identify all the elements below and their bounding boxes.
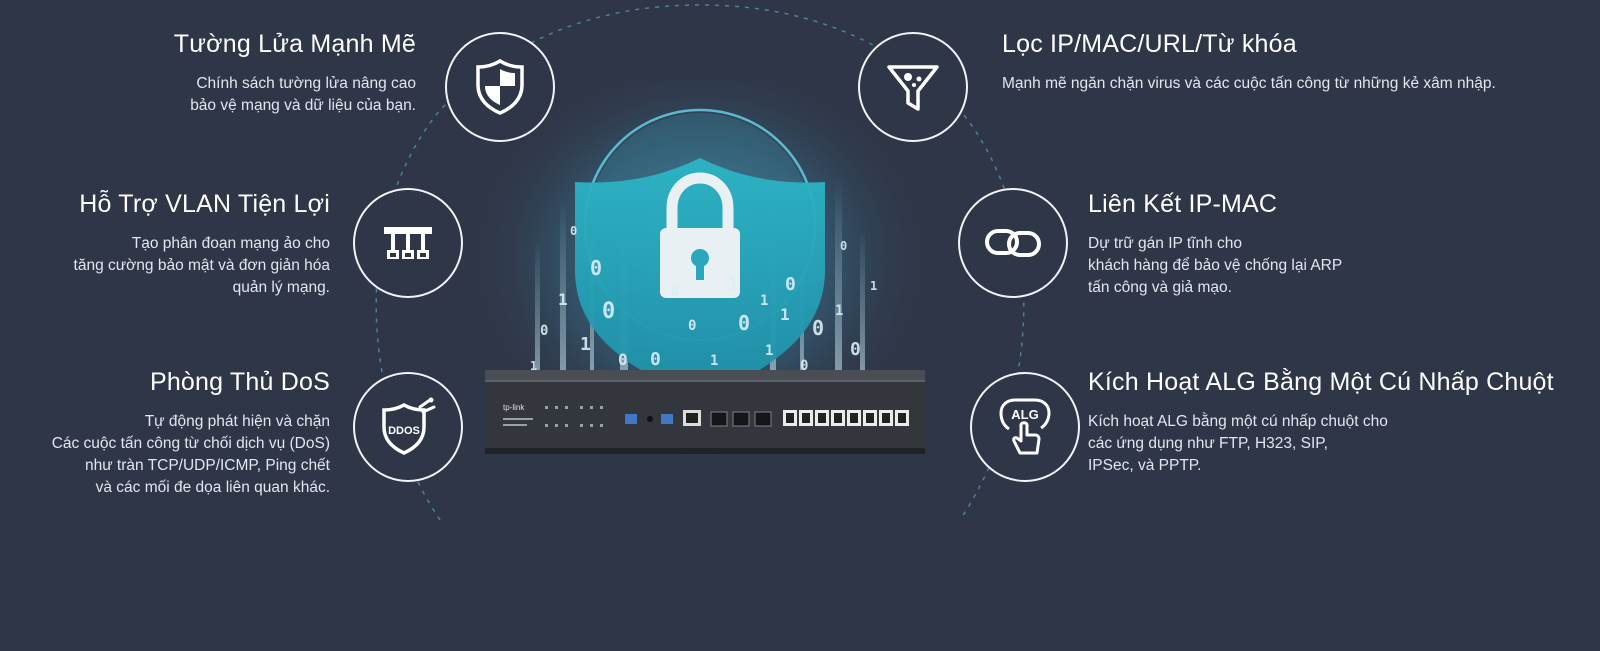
vlan-network-icon <box>384 227 432 259</box>
feature-dos: Phòng Thủ DoS Tự động phát hiện và chặn … <box>52 368 330 499</box>
svg-text:0: 0 <box>670 280 680 299</box>
svg-text:0: 0 <box>840 239 847 253</box>
feature-title: Kích Hoạt ALG Bằng Một Cú Nhấp Chuột <box>1088 368 1554 396</box>
svg-text:0: 0 <box>850 339 861 360</box>
shield-icon <box>476 58 524 115</box>
feature-title: Lọc IP/MAC/URL/Từ khóa <box>1002 30 1297 58</box>
svg-text:1: 1 <box>530 359 537 373</box>
alg-click-icon: ALG <box>999 398 1051 455</box>
feature-alg: Kích Hoạt ALG Bằng Một Cú Nhấp Chuột Kíc… <box>1088 368 1554 477</box>
svg-text:DDOS: DDOS <box>388 425 420 437</box>
svg-text:0: 0 <box>650 349 661 370</box>
feature-ipmac: Liên Kết IP-MAC Dự trữ gán IP tĩnh cho k… <box>1088 190 1342 299</box>
feature-circle-ipmac <box>958 188 1068 298</box>
svg-text:0: 0 <box>812 316 824 340</box>
svg-text:0: 0 <box>738 311 750 335</box>
brand-logo-text: tp-link <box>503 403 525 412</box>
svg-text:0: 0 <box>602 299 615 324</box>
feature-title: Tường Lửa Mạnh Mẽ <box>173 30 416 58</box>
router-device-icon: tp-link <box>485 370 925 460</box>
svg-text:1: 1 <box>760 293 768 309</box>
svg-text:1: 1 <box>710 353 718 369</box>
feature-title: Liên Kết IP-MAC <box>1088 190 1278 218</box>
feature-circle-alg: ALG <box>970 372 1080 482</box>
svg-text:1: 1 <box>728 274 739 295</box>
feature-circle-firewall <box>445 32 555 142</box>
filter-funnel-icon <box>887 65 939 111</box>
feature-circle-vlan <box>353 188 463 298</box>
svg-text:0: 0 <box>688 318 696 334</box>
feature-description: Tự động phát hiện và chặn Các cuộc tấn c… <box>51 413 330 496</box>
feature-description: Chính sách tường lửa nâng cao bảo vệ mạn… <box>190 75 416 114</box>
svg-text:ALG: ALG <box>1011 407 1038 422</box>
feature-vlan: Hỗ Trợ VLAN Tiện Lợi Tạo phân đoạn mạng … <box>74 190 330 299</box>
svg-text:0: 0 <box>618 350 628 369</box>
feature-description: Tạo phân đoạn mạng ảo cho tăng cường bảo… <box>73 235 330 296</box>
svg-text:1: 1 <box>780 305 790 324</box>
svg-text:1: 1 <box>580 334 591 355</box>
svg-text:1: 1 <box>765 343 773 359</box>
svg-text:0: 0 <box>540 323 548 339</box>
ddos-shield-icon: DDOS <box>382 397 436 455</box>
svg-text:1: 1 <box>558 290 568 309</box>
feature-title: Phòng Thủ DoS <box>149 368 330 396</box>
feature-title: Hỗ Trợ VLAN Tiện Lợi <box>79 190 330 218</box>
svg-text:0: 0 <box>800 358 808 374</box>
svg-text:0: 0 <box>590 256 602 280</box>
svg-text:1: 1 <box>835 303 843 319</box>
chain-link-icon <box>985 229 1041 257</box>
svg-text:0: 0 <box>785 274 796 295</box>
svg-text:1: 1 <box>870 279 877 293</box>
feature-firewall: Tường Lửa Mạnh Mẽ Chính sách tường lửa n… <box>174 30 416 117</box>
feature-description: Mạnh mẽ ngăn chặn virus và các cuộc tấn … <box>1002 75 1496 92</box>
feature-description: Dự trữ gán IP tĩnh cho khách hàng để bảo… <box>1088 235 1343 296</box>
svg-text:0: 0 <box>570 224 577 238</box>
feature-filter: Lọc IP/MAC/URL/Từ khóa Mạnh mẽ ngăn chặn… <box>1002 30 1496 95</box>
feature-circle-filter <box>858 32 968 142</box>
feature-description: Kích hoạt ALG bằng một cú nhấp chuột cho… <box>1088 413 1388 474</box>
feature-circle-dos: DDOS <box>353 372 463 482</box>
